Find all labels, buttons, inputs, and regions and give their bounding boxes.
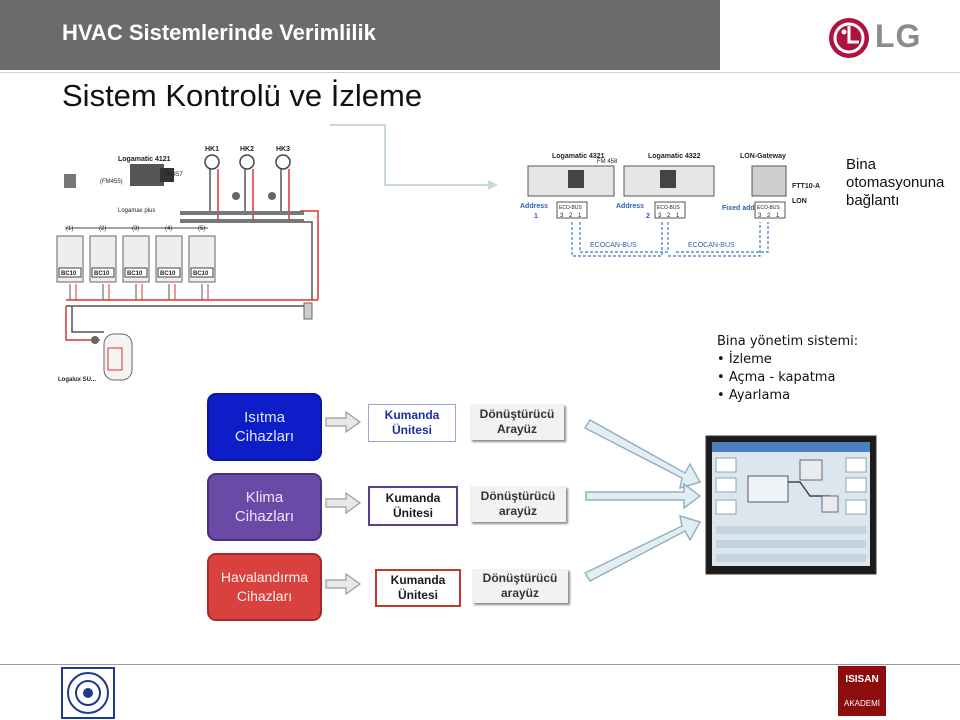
- bms-item-ayarlama: • Ayarlama: [717, 388, 791, 403]
- bms-heading: Bina yönetim sistemi:: [717, 334, 859, 349]
- lg-logo-icon: [829, 18, 869, 58]
- device-3-name: LON-Gateway: [740, 153, 786, 160]
- building-automation-note: Bina otomasyonuna bağlantı: [846, 156, 945, 209]
- boiler-row: (1) BC10 (2) BC10 (3) BC10 (4) BC10 (5) …: [56, 226, 318, 320]
- boiler-3: (3) BC10: [122, 226, 150, 283]
- network-device-3: LON-Gateway FTT10-A LON Fixed address EC…: [722, 153, 820, 219]
- bms-monitor-screen: [705, 435, 877, 575]
- device-2-terminal-3: 3: [658, 213, 662, 219]
- isisan-akademi-logo: ISISAN AKADEMİ: [838, 666, 886, 716]
- network-device-2: Logamatic 4322 Address 2 ECO-BUS 3 2 1: [616, 153, 715, 220]
- fm458-label: FM 458: [597, 159, 618, 165]
- device-1-address-label: Address: [520, 203, 548, 210]
- device-2-name: Logamatic 4322: [648, 153, 701, 160]
- footer-seal-icon: [61, 667, 115, 719]
- lon-label: LON: [792, 198, 807, 205]
- arrow-row-3: [325, 572, 362, 596]
- connector-arrowhead: [488, 180, 498, 190]
- storage-label: Logalux SU...: [58, 377, 96, 383]
- device-2-ecobus: ECO-BUS: [657, 205, 680, 211]
- ecocan-bus-lines: ECOCAN-BUS ECOCAN-BUS: [571, 222, 769, 257]
- arrow-row-1: [325, 410, 362, 434]
- boiler-2: (2) BC10: [89, 226, 117, 283]
- schematic-logamax-label: Logamax plus: [118, 208, 155, 214]
- boiler-1-number: (1): [66, 226, 73, 232]
- device-3-terminal-1: 1: [776, 213, 780, 219]
- boiler-5-bc10: BC10: [193, 271, 209, 277]
- boiler-2-bc10: BC10: [94, 271, 110, 277]
- device-3-address-label: Fixed address: [722, 205, 769, 212]
- device-2-terminal-2: 2: [667, 213, 671, 219]
- ftt-label: FTT10-A: [792, 183, 820, 190]
- boiler-1-bc10: BC10: [61, 271, 77, 277]
- boiler-5-number: (5): [198, 226, 205, 232]
- device-1-name: Logamatic 4321: [552, 153, 605, 160]
- logamatic-controller: Logamatic 4121 (FM455) FM457 Logamax plu…: [64, 156, 183, 214]
- device-3-ecobus: ECO-BUS: [757, 205, 780, 211]
- header-bar: [0, 0, 720, 70]
- header-divider: [0, 72, 960, 73]
- arrow-klima-monitor: [585, 482, 702, 510]
- device-1-ecobus: ECO-BUS: [559, 205, 582, 211]
- boiler-3-number: (3): [132, 226, 139, 232]
- schematic-fm457-label: FM457: [164, 172, 183, 178]
- arrow-isitma-monitor: [583, 418, 702, 490]
- boiler-2-number: (2): [99, 226, 106, 232]
- bms-item-izleme: • İzleme: [717, 352, 772, 367]
- isisan-logo-bottom: AKADEMİ: [843, 699, 880, 708]
- boiler-4: (4) BC10: [155, 226, 183, 283]
- device-1-terminal-3: 3: [560, 213, 564, 219]
- schematic-fm455-label: (FM455): [100, 179, 123, 185]
- ecocanbus-label-1: ECOCAN-BUS: [590, 242, 637, 249]
- device-3-terminal-2: 2: [767, 213, 771, 219]
- footer-divider: [0, 664, 960, 665]
- device-1-terminal-1: 1: [578, 213, 582, 219]
- schematic-network-connector: [330, 124, 488, 186]
- ecocanbus-label-2: ECOCAN-BUS: [688, 242, 735, 249]
- hk2-label: HK2: [240, 146, 254, 153]
- device-1-terminal-2: 2: [569, 213, 573, 219]
- device-2-terminal-1: 1: [676, 213, 680, 219]
- boiler-3-bc10: BC10: [127, 271, 143, 277]
- bms-item-acma-kapatma: • Açma - kapatma: [717, 370, 836, 385]
- row-arrows: [325, 410, 362, 596]
- hk3-label: HK3: [276, 146, 290, 153]
- device-1-address-value: 1: [534, 213, 538, 220]
- lg-logo-text: LG: [875, 18, 922, 54]
- network-device-1: Logamatic 4321 Address 1 ECO-BUS 3 2 1 F…: [520, 153, 618, 220]
- heating-circuits: HK1 HK2 HK3: [180, 146, 319, 300]
- hk1-label: HK1: [205, 146, 219, 153]
- arrow-havalandirma-monitor: [583, 514, 702, 582]
- device-3-terminal-3: 3: [758, 213, 762, 219]
- isisan-logo-top: ISISAN: [845, 674, 879, 685]
- bms-feature-list: Bina yönetim sistemi: • İzleme • Açma - …: [717, 333, 858, 405]
- boiler-5: (5) BC10: [188, 226, 216, 283]
- arrow-row-2: [325, 491, 362, 515]
- monitor-arrows: [583, 418, 702, 582]
- device-2-address-value: 2: [646, 213, 650, 220]
- boiler-4-number: (4): [165, 226, 172, 232]
- boiler-1: (1) BC10: [56, 226, 84, 283]
- storage-tank: Logalux SU...: [58, 306, 133, 383]
- boiler-4-bc10: BC10: [160, 271, 176, 277]
- device-2-address-label: Address: [616, 203, 644, 210]
- header-title: HVAC Sistemlerinde Verimlilik: [62, 20, 376, 45]
- schematic-controller-label: Logamatic 4121: [118, 156, 171, 163]
- slide-title: Sistem Kontrolü ve İzleme: [62, 78, 423, 113]
